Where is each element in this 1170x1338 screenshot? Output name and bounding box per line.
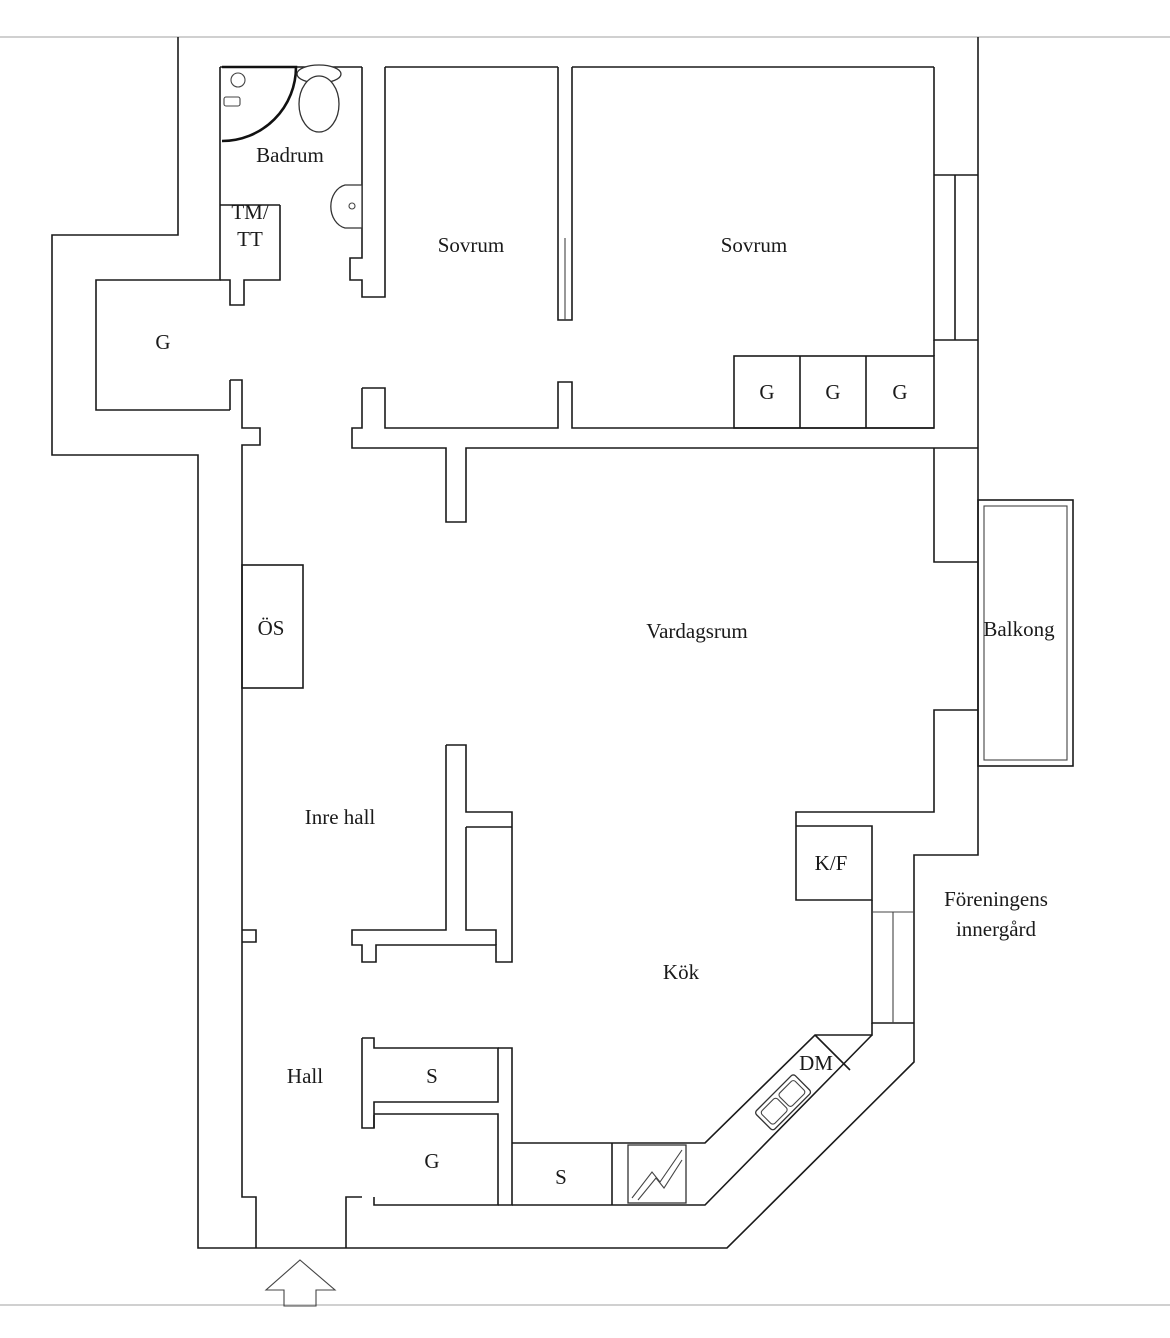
room-label-g-wardrobe-3: G bbox=[892, 380, 907, 404]
room-label-kok: Kök bbox=[663, 960, 700, 984]
room-label-g-wardrobe-1: G bbox=[759, 380, 774, 404]
room-label-os: ÖS bbox=[258, 616, 285, 640]
room-label-s-kitchen: S bbox=[555, 1165, 567, 1189]
room-label-kf: K/F bbox=[815, 851, 848, 875]
room-label-sovrum-2: Sovrum bbox=[721, 233, 788, 257]
room-label-foreningens-1: Föreningens bbox=[944, 887, 1048, 911]
inner-hall-walls bbox=[241, 564, 513, 963]
room-label-g-wardrobe-2: G bbox=[825, 380, 840, 404]
sink-icon bbox=[330, 184, 363, 229]
room-label-hall: Hall bbox=[287, 1064, 323, 1088]
wardrobes bbox=[733, 340, 935, 429]
room-label-badrum: Badrum bbox=[256, 143, 324, 167]
room-label-g-hall: G bbox=[424, 1149, 439, 1173]
room-label-dm: DM bbox=[799, 1051, 833, 1075]
room-label-vardagsrum: Vardagsrum bbox=[646, 619, 747, 643]
room-label-sovrum-1: Sovrum bbox=[438, 233, 505, 257]
os-cabinet bbox=[241, 564, 304, 689]
shower-icon bbox=[221, 65, 298, 143]
kitchen-counter bbox=[512, 1023, 873, 1206]
hall-closets bbox=[361, 1037, 513, 1206]
entrance-arrow-icon bbox=[264, 1259, 337, 1307]
kitchen-sink-icon bbox=[755, 1074, 812, 1131]
stove-icon bbox=[627, 1144, 687, 1204]
room-label-tm-tt-2: TT bbox=[237, 227, 263, 251]
room-label-s-hall: S bbox=[426, 1064, 438, 1088]
hall-walls bbox=[229, 66, 978, 523]
room-label-g-left: G bbox=[155, 330, 170, 354]
living-room-walls bbox=[795, 448, 1074, 1024]
room-label-inre-hall: Inre hall bbox=[305, 805, 376, 829]
room-label-tm-tt-1: TM/ bbox=[231, 200, 269, 224]
bathroom-walls bbox=[220, 64, 386, 306]
room-label-foreningens-2: innergård bbox=[956, 917, 1037, 941]
room-label-balkong: Balkong bbox=[983, 617, 1055, 641]
balcony bbox=[977, 499, 1074, 767]
outer-walls bbox=[51, 37, 979, 1249]
